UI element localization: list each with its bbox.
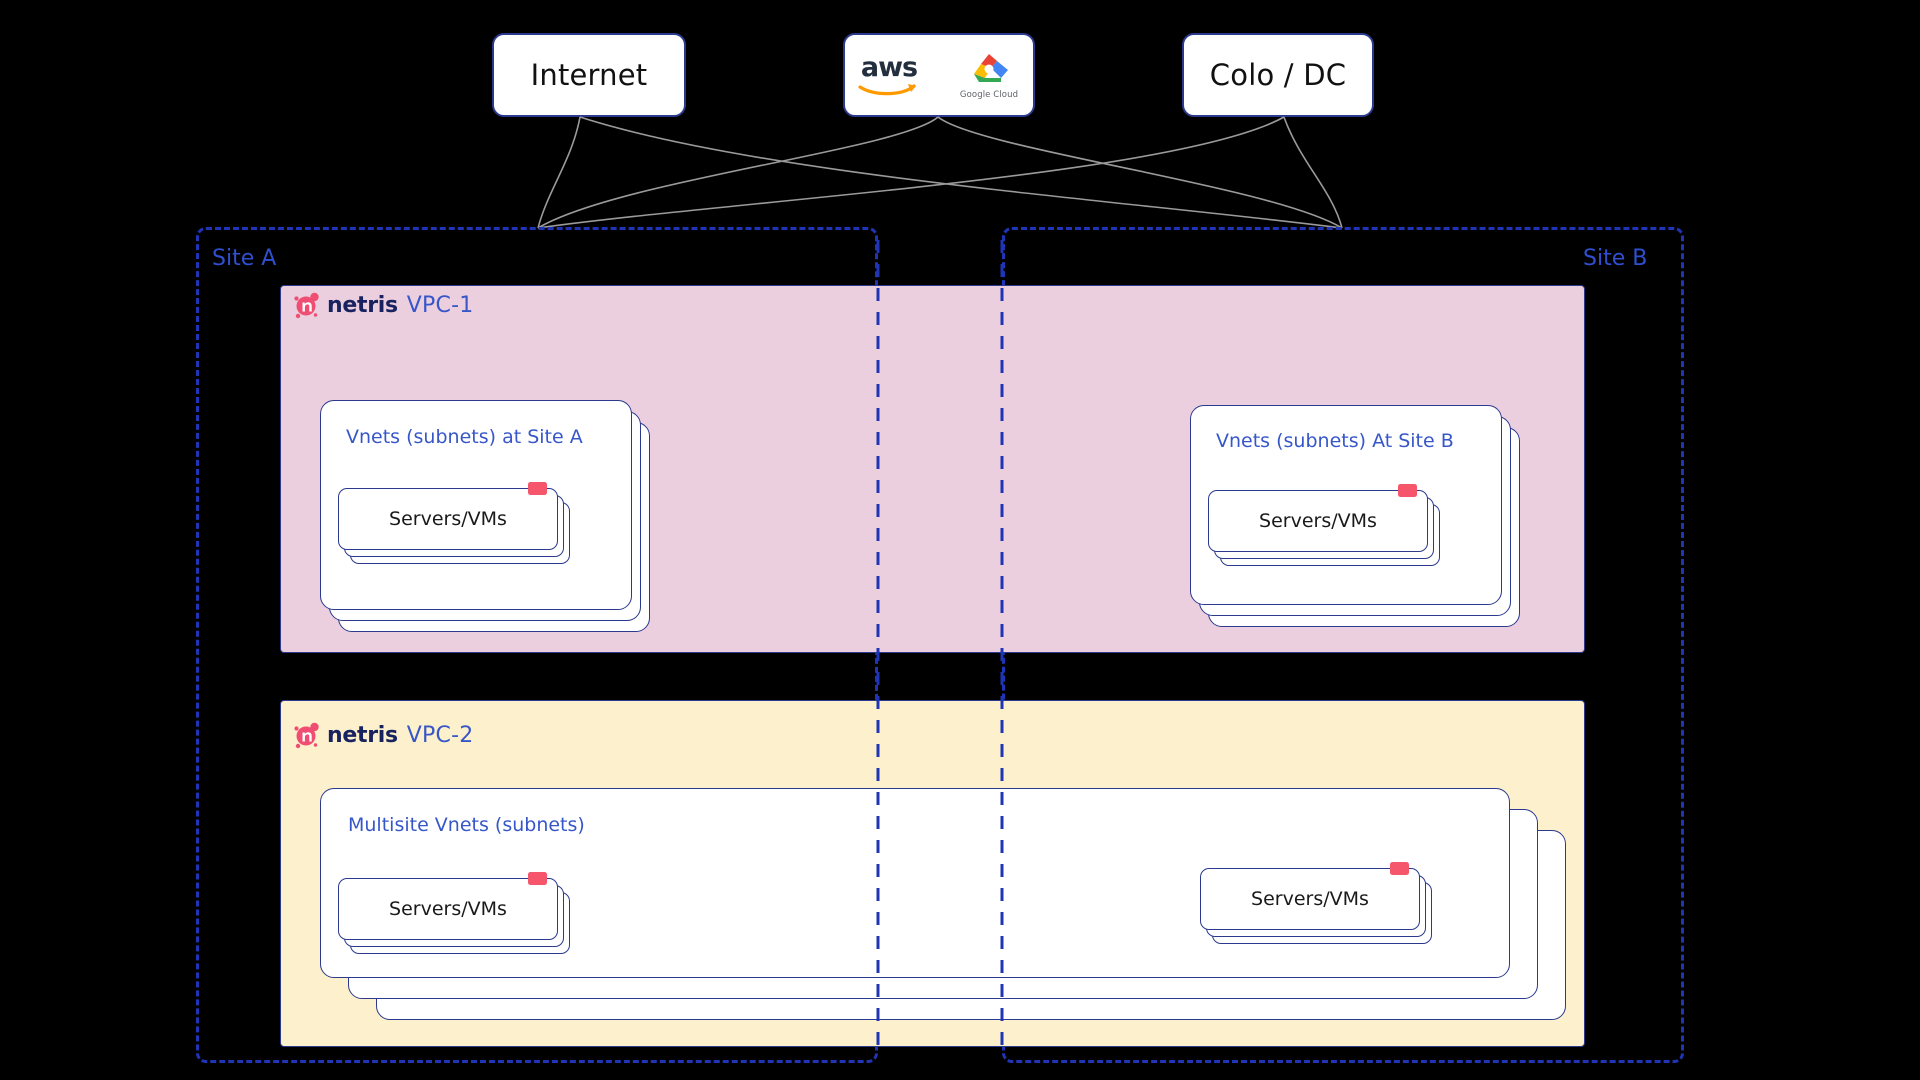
servers-vms-label: Servers/VMs [389,898,507,920]
google-cloud-logo-icon: Google Cloud [952,51,1026,100]
vnet-title-site-a: Vnets (subnets) at Site A [346,426,583,448]
servers-stack-multisite-right[interactable]: Servers/VMs [1200,862,1440,952]
netris-wordmark: netris [327,722,398,748]
vnet-title-site-b: Vnets (subnets) At Site B [1216,430,1454,452]
vpc-1-name: VPC-1 [406,292,474,318]
servers-stack-site-a[interactable]: Servers/VMs [338,482,578,572]
server-card-front[interactable]: Servers/VMs [338,878,558,940]
servers-stack-multisite-left[interactable]: Servers/VMs [338,872,578,962]
site-a-label: Site A [212,246,277,271]
server-card-front[interactable]: Servers/VMs [1200,868,1420,930]
internet-label: Internet [530,58,648,92]
servers-vms-label: Servers/VMs [1251,888,1369,910]
external-node-public-clouds[interactable]: aws Google Cloud [843,33,1035,117]
vpc-1-header: netris VPC-1 [292,290,473,320]
vnet-stack-multisite[interactable]: Multisite Vnets (subnets) Servers/VMs Se… [320,788,1566,1028]
external-node-internet[interactable]: Internet [492,33,686,117]
servers-stack-site-b[interactable]: Servers/VMs [1208,484,1448,574]
vm-status-badge-icon [528,872,547,885]
site-b-label: Site B [1583,246,1648,271]
vpc-2-header: netris VPC-2 [292,720,473,750]
google-cloud-label: Google Cloud [959,89,1019,100]
netris-wordmark: netris [327,292,398,318]
vpc-2-name: VPC-2 [406,722,474,748]
external-node-colo-dc[interactable]: Colo / DC [1182,33,1374,117]
vnet-stack-site-b[interactable]: Vnets (subnets) At Site B Servers/VMs [1190,405,1530,643]
vnet-stack-site-a[interactable]: Vnets (subnets) at Site A Servers/VMs [320,400,660,638]
servers-vms-label: Servers/VMs [1259,510,1377,532]
vm-status-badge-icon [1390,862,1409,875]
servers-vms-label: Servers/VMs [389,508,507,530]
netris-logo-icon [294,292,319,319]
aws-logo-icon: aws [852,54,926,96]
vnet-title-multisite: Multisite Vnets (subnets) [348,814,585,836]
vm-status-badge-icon [528,482,547,495]
server-card-front[interactable]: Servers/VMs [338,488,558,550]
colo-dc-label: Colo / DC [1209,58,1347,92]
server-card-front[interactable]: Servers/VMs [1208,490,1428,552]
netris-logo-icon [294,722,319,749]
vm-status-badge-icon [1398,484,1417,497]
